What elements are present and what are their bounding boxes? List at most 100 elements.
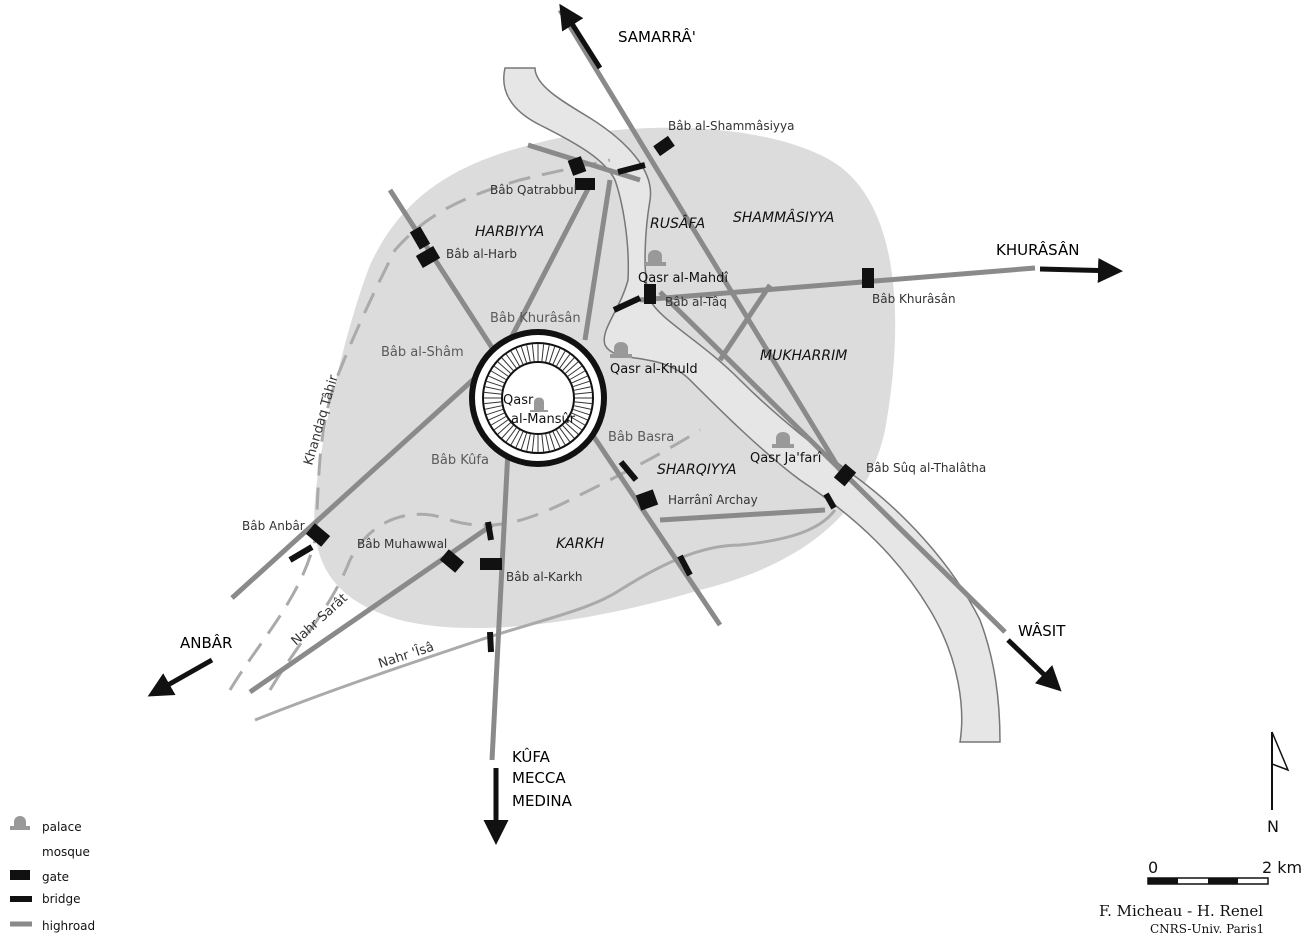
gate-label-khurasan-east: Bâb Khurâsân <box>872 292 956 306</box>
palace-icon-khuld <box>610 342 632 358</box>
round-city-spoke <box>510 429 520 446</box>
label-anbar: ANBÂR <box>180 633 232 652</box>
palace-label-mansur-2: al-Mansûr <box>511 412 576 427</box>
round-city-spoke <box>485 405 502 410</box>
round-city-spoke <box>494 365 509 377</box>
label-mecca: MECCA <box>512 769 566 787</box>
bridges <box>288 162 837 653</box>
round-city-spoke <box>541 434 545 452</box>
round-city-spoke <box>531 434 535 452</box>
round-city-spoke <box>567 365 582 377</box>
road-wasit <box>658 290 1007 634</box>
palace-label-jafari: Qasr Ja'farî <box>750 451 822 466</box>
svg-text:highroad: highroad <box>42 919 95 933</box>
scale-bar <box>1147 877 1269 885</box>
round-city-spoke <box>485 386 502 391</box>
round-city-spoke <box>573 408 590 416</box>
palace-label-mahdi: Qasr al-Mahdî <box>638 271 728 286</box>
gate-label-suq: Bâb Sûq al-Thalâtha <box>866 461 986 475</box>
district-mukharrim: MUKHARRIM <box>760 348 847 364</box>
arrow-khurasan <box>1039 257 1123 283</box>
round-city-spoke <box>571 375 588 384</box>
district-karkh: KARKH <box>556 536 605 552</box>
round-gate-label-basra: Bâb Basra <box>608 430 674 445</box>
svg-text:bridge: bridge <box>42 892 81 906</box>
gate-label-karkh: Bâb al-Karkh <box>506 570 583 584</box>
legend-mosque-icon <box>13 843 20 857</box>
scale-start: 0 <box>1148 858 1158 877</box>
svg-text:palace: palace <box>42 820 82 834</box>
palace-icon <box>530 397 548 412</box>
gate-label-taq: Bâb al-Tâq <box>665 295 727 309</box>
round-city-spoke <box>494 419 509 431</box>
round-city-spoke <box>559 427 571 442</box>
legend: palace mosque gate bridge highroad <box>10 816 95 933</box>
round-city-spoke <box>574 391 592 395</box>
round-city-spoke <box>488 412 505 421</box>
palace-icon-mahdi <box>644 250 666 266</box>
round-city-spoke <box>484 391 502 395</box>
round-city-spoke <box>565 422 579 435</box>
district-harbiyya: HARBIYYA <box>475 224 544 240</box>
gate-label-harb: Bâb al-Harb <box>446 247 517 261</box>
round-city-spoke <box>505 427 517 442</box>
round-city-spoke <box>552 348 561 365</box>
road-harb <box>387 188 503 362</box>
round-city-spoke <box>541 344 545 362</box>
gate-label-muhawwal: Bâb Muhawwal <box>357 537 447 551</box>
legend-palace-icon <box>10 816 30 830</box>
round-gate-label-sham: Bâb al-Shâm <box>381 345 464 360</box>
round-city-spoke <box>520 346 528 363</box>
label-kufa: KÛFA <box>512 747 551 766</box>
gate-label-shammasiyya: Bâb al-Shammâsiyya <box>668 119 795 133</box>
round-city-spoke <box>490 416 507 426</box>
round-gate-label-khurasan: Bâb Khurâsân <box>490 311 581 326</box>
round-city-spoke <box>490 370 507 380</box>
road-basra <box>585 426 723 627</box>
palace-label-mansur-1: Qasr <box>503 393 534 408</box>
round-city-spoke <box>556 429 566 446</box>
round-city-spoke <box>556 350 566 367</box>
round-city-spoke <box>571 412 588 421</box>
round-city-spoke <box>501 425 514 439</box>
round-city-spoke <box>510 350 520 367</box>
waterway-label-sarat: Nahr Sarât <box>289 591 351 649</box>
north-arrow-icon <box>1271 731 1290 810</box>
round-gate-label-kufa: Bâb Kûfa <box>431 453 489 468</box>
destination-arrows <box>147 3 1123 845</box>
label-samarra: SAMARRÂ' <box>618 27 696 46</box>
nahr-isa <box>254 509 837 722</box>
district-rusafa: RUSÂFA <box>650 214 705 232</box>
round-city-spoke <box>486 380 503 388</box>
round-city-spoke <box>520 433 528 450</box>
round-city-spoke <box>488 375 505 384</box>
round-city-spoke <box>569 370 586 380</box>
round-city-spoke <box>573 380 590 388</box>
gate-label-qatrabbul: Bâb Qatrabbul <box>490 183 577 197</box>
road-harrani <box>659 507 826 523</box>
arrow-wasit <box>1006 638 1062 692</box>
road-samarra <box>557 8 843 472</box>
round-city-spoke <box>574 405 591 410</box>
road-khurasan <box>639 265 1036 303</box>
round-city-spoke <box>559 354 571 369</box>
north-label: N <box>1267 817 1279 836</box>
road-khurasan-north <box>507 183 593 342</box>
round-city-spoke <box>526 434 531 451</box>
gates <box>305 135 874 573</box>
gate-label-anbar: Bâb Anbâr <box>242 519 305 533</box>
round-city-spoke <box>562 425 575 439</box>
round-city-spoke <box>567 419 582 431</box>
round-city-spoke <box>548 433 556 450</box>
city-area <box>314 127 896 629</box>
waterway-label-isa: Nahr 'Îsâ <box>376 639 436 672</box>
district-shammasiyya: SHAMMÂSIYYA <box>733 208 834 226</box>
round-city-spoke <box>501 357 514 371</box>
scale-end: 2 km <box>1262 858 1302 877</box>
icons <box>610 240 794 448</box>
round-city-spoke <box>515 348 524 365</box>
round-city-spoke <box>574 386 591 391</box>
khandaq-tahir <box>228 158 611 691</box>
round-city-spoke <box>562 357 575 371</box>
arrow-anbar <box>147 657 214 697</box>
